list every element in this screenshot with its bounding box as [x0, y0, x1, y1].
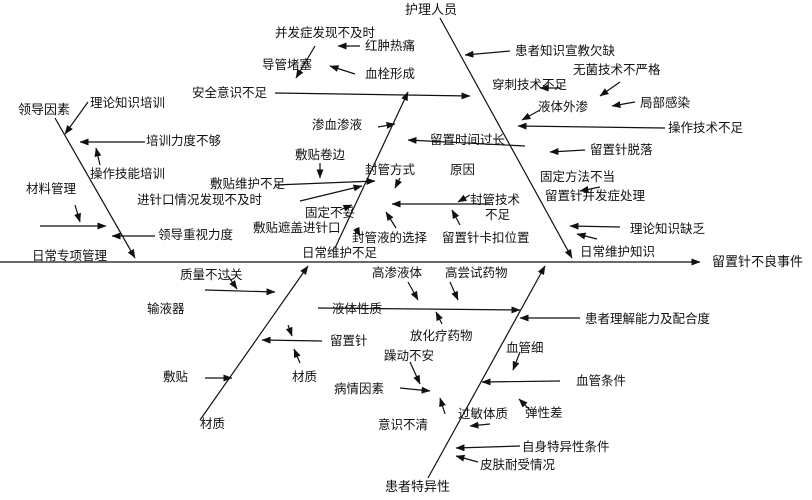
label-fix-bad: 固定不妥 — [305, 205, 356, 220]
label-cover-site: 敷贴遮盖进针口 — [253, 220, 341, 235]
label-leader: 领导因素 — [18, 103, 71, 118]
label-elasticity: 弹性差 — [525, 405, 563, 420]
label-patient-specific: 患者特异性 — [385, 480, 451, 495]
label-reason: 原因 — [450, 162, 476, 177]
label-skin-tolerance: 皮肤耐受情况 — [480, 457, 556, 472]
label-needle: 留置针 — [330, 333, 368, 348]
label-operation-skill: 操作技术不足 — [668, 120, 744, 135]
bone-leader — [54, 117, 136, 259]
label-infuser: 输液器 — [147, 301, 185, 316]
label-complication-late: 并发症发现不及时 — [275, 25, 376, 40]
label-daily-mgmt: 日常专项管理 — [32, 248, 108, 263]
label-extravasation: 液体外渗 — [538, 99, 589, 114]
bone-patient — [427, 265, 546, 479]
label-liquid-nature: 液体性质 — [332, 301, 383, 316]
label-thin-vessel: 血管细 — [506, 340, 544, 355]
label-high-osm: 高渗液体 — [372, 265, 423, 280]
label-chemo: 放化疗药物 — [410, 328, 473, 343]
label-understanding: 患者理解能力及配合度 — [585, 311, 711, 326]
label-clip-pos: 留置针卡扣位置 — [442, 230, 530, 245]
label-redness: 红肿热痛 — [365, 38, 416, 53]
label-nurse: 护理人员 — [405, 3, 458, 18]
label-site-late: 进针口情况发现不及时 — [137, 192, 263, 207]
label-quality: 质量不过关 — [180, 267, 243, 282]
label-dressing-maint: 敷贴维护不足 — [210, 176, 286, 191]
label-not-enough: 不足 — [485, 207, 511, 222]
label-train-lack: 培训力度不够 — [146, 133, 222, 148]
label-restless: 躁动不安 — [384, 348, 435, 363]
label-detach: 留置针脱落 — [590, 142, 653, 157]
label-daily-maint-r: 日常维护知识 — [580, 244, 656, 259]
label-high-irritant: 高尝试药物 — [445, 265, 508, 280]
effect-label: 留置针不良事件 — [712, 255, 804, 270]
label-complication-treat: 留置针并发症处理 — [545, 188, 646, 203]
label-allergy: 过敏体质 — [458, 406, 509, 421]
label-unconscious: 意识不清 — [378, 417, 429, 432]
label-material-mgmt: 材料管理 — [26, 181, 77, 196]
label-self-specific: 自身特异性条件 — [522, 439, 610, 454]
label-op-train: 操作技能培训 — [90, 166, 166, 181]
label-aseptic: 无菌技术不严格 — [573, 62, 661, 77]
label-material-1: 材质 — [292, 369, 318, 384]
label-fix-improper: 固定方法不当 — [540, 169, 616, 184]
label-dwell-long: 留置时间过长 — [430, 132, 506, 147]
label-seal-skill: 封管技术 — [470, 192, 521, 207]
label-daily-maint-l: 日常维护不足 — [302, 245, 378, 260]
label-vessel-cond: 血管条件 — [576, 373, 627, 388]
label-leader-attention: 领导重视力度 — [158, 227, 234, 242]
label-seal-liquid: 封管液的选择 — [352, 230, 428, 245]
label-material-2: 材质 — [200, 416, 226, 431]
bone-nurse — [439, 17, 573, 259]
label-condition: 病情因素 — [334, 381, 385, 396]
label-bleeding: 渗血渗液 — [312, 117, 363, 132]
bone-daily-maint — [334, 91, 409, 249]
label-dressing: 敷贴 — [163, 369, 189, 384]
bone-material — [199, 265, 309, 421]
label-theory-train: 理论知识培训 — [90, 95, 166, 110]
label-thrombus: 血栓形成 — [365, 66, 416, 81]
label-safety: 安全意识不足 — [192, 85, 268, 100]
label-dressing-edge: 敷贴卷边 — [295, 147, 346, 162]
label-local-infection: 局部感染 — [640, 95, 691, 110]
label-edu-lack: 患者知识宣教欠缺 — [515, 43, 616, 58]
label-tube-block: 导管堵塞 — [262, 57, 313, 72]
label-seal-method: 封管方式 — [365, 162, 416, 177]
label-puncture-skill: 穿刺技术不足 — [492, 77, 568, 92]
label-theory-lack: 理论知识缺乏 — [630, 221, 706, 236]
